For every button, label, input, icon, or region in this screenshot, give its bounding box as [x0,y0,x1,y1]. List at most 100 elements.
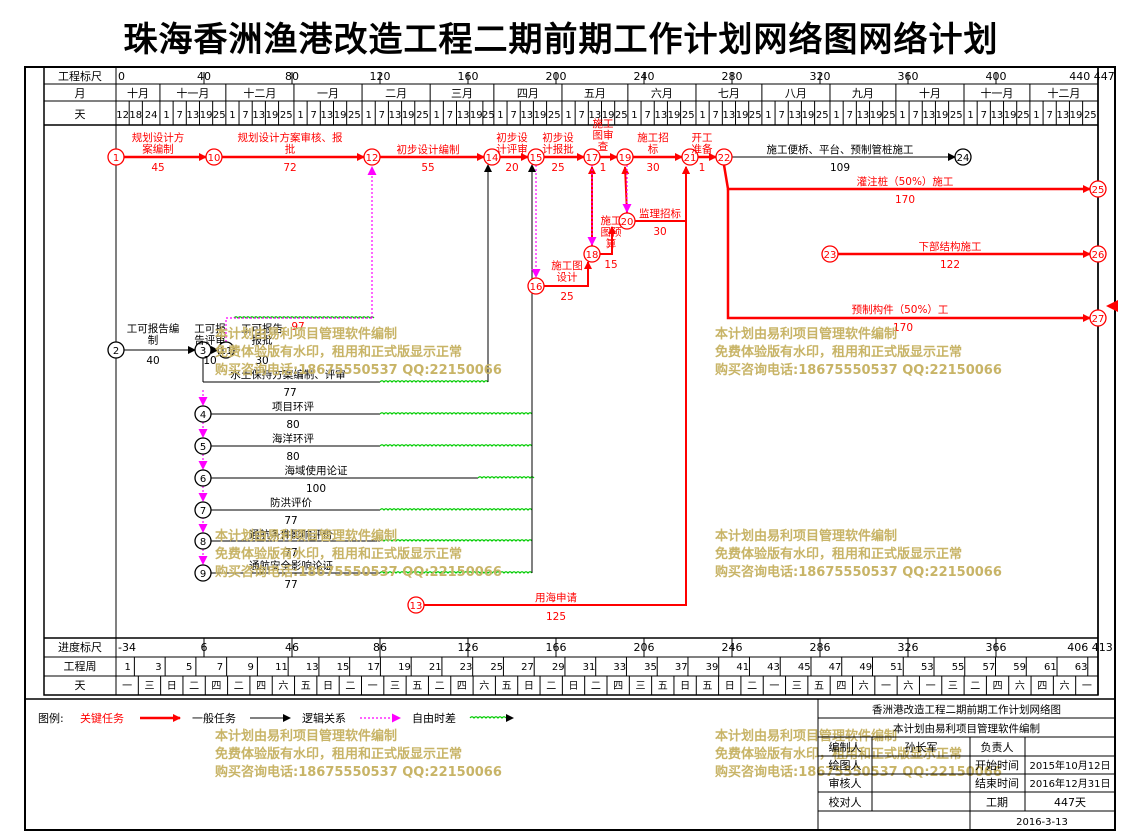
weekday-label: 四 [836,681,846,692]
progress-tick-label: -34 [118,641,136,654]
day-number: 1 [833,110,839,121]
day-number: 19 [200,110,213,121]
weekday-label: 二 [591,681,601,692]
task-name: 用海申请 [535,591,577,604]
day-number: 1 [497,110,503,121]
task-duration: 40 [146,355,159,367]
task-name: 初步设计评审 [496,131,528,156]
day-number: 1 [163,110,169,121]
weekday-label: 五 [814,681,824,692]
watermark-text: 免费体验版有水印，租用和正式版显示正常 [215,746,462,762]
label-line: 图审 [593,129,614,142]
watermark-text: 本计划由易利项目管理软件编制 [715,728,897,744]
legend-label: 图例: [38,711,64,725]
node-number-27: 27 [1092,314,1105,325]
critical-task-arrow [600,226,616,255]
duration-value: 447天 [1054,796,1086,809]
day-number: 1 [365,110,371,121]
node-number-10: 10 [208,153,221,164]
month-label: 十一月 [176,86,209,100]
task-duration: 10 [203,355,216,367]
week-number: 57 [982,662,995,673]
node-11 [217,341,235,359]
node-15 [527,148,545,166]
label-line: 案编制 [142,143,174,156]
day-number: 7 [447,110,453,121]
task-name: 通航安全影响论证 [249,559,333,572]
task-duration: 109 [830,162,850,174]
node-number-11: 11 [220,346,233,357]
legend-float-line [469,716,507,719]
day-number: 7 [379,110,385,121]
progress-tick-label: 206 [634,641,655,654]
label-line: 施工 [593,117,614,130]
watermark-text: 本计划由易利项目管理软件编制 [215,326,397,342]
page-title: 珠海香洲渔港改造工程二期前期工作计划网络图网络计划 [123,20,999,60]
day-number: 1 [699,110,705,121]
scale-tick-label: 320 [810,70,831,83]
task-duration: 25 [560,291,573,303]
label-line: 工可报告编 [127,322,180,335]
day-number: 25 [1017,110,1030,121]
node-23 [821,245,839,263]
day-number: 18 [129,110,142,121]
progress-tick-label: 246 [722,641,743,654]
task-name: 水土保持方案编制、评审 [230,368,346,381]
task-name: 项目环评 [272,401,314,413]
day-number: 7 [510,110,516,121]
label-line: 工可报告 [241,322,283,335]
day-number: 13 [321,110,334,121]
watermark-text: 购买咨询电话:18675550537 QQ:22150066 [715,362,1002,378]
task-duration: 125 [546,611,566,623]
end-flag-icon [1106,300,1118,312]
day-number: 7 [1046,110,1052,121]
node-12 [363,148,381,166]
day-number: 24 [145,110,158,121]
day-number: 7 [579,110,585,121]
reviewer-label: 审核人 [829,776,862,790]
week-number: 41 [736,662,749,673]
week-number: 35 [644,662,657,673]
node-number-15: 15 [530,153,543,164]
label-line: 计评审 [496,143,528,156]
weekday-label: 三 [948,681,958,692]
day-number: 13 [788,110,801,121]
progress-tick-label: 166 [546,641,567,654]
legend-normal-label: 一般任务 [192,712,236,725]
owner-label: 负责人 [981,740,1014,754]
day-number: 19 [936,110,949,121]
weekday-label: 五 [658,681,668,692]
weekday-label: 日 [569,681,579,692]
weekday-label: 四 [613,681,623,692]
legend-logic-label: 逻辑关系 [302,711,346,725]
task-duration: 77 [283,387,296,399]
node-number-2: 2 [113,346,119,357]
weekday-label: 二 [435,681,445,692]
watermark-text: 本计划由易利项目管理软件编制 [715,326,897,342]
day-number: 19 [402,110,415,121]
task-duration: 20 [505,162,518,174]
month-label: 月 [75,87,86,100]
label-line: 工可报 [194,322,226,335]
day-number: 19 [802,110,815,121]
week-number: 43 [767,662,780,673]
node-number-9: 9 [200,569,206,580]
task-name: 灌注桩（50%）施工 [857,175,954,188]
day-number: 13 [991,110,1004,121]
progress-tick-label: 86 [373,641,387,654]
month-label: 九月 [852,87,874,100]
label-line: 批 [285,143,296,156]
week-number: 63 [1075,662,1088,673]
day-number: 13 [457,110,470,121]
watermark-text: 免费体验版有水印，租用和正式版显示正常 [215,546,462,562]
weekday-label: 二 [234,681,244,692]
progress-tick-label: 366 [986,641,1007,654]
day-number: 25 [482,110,495,121]
task-name: 初步设计报批 [542,131,574,156]
task-name: 海域使用论证 [285,464,348,477]
day-number: 19 [334,110,347,121]
month-label: 十月 [127,86,149,100]
week-number: 37 [675,662,688,673]
task-duration: 30 [653,226,666,238]
